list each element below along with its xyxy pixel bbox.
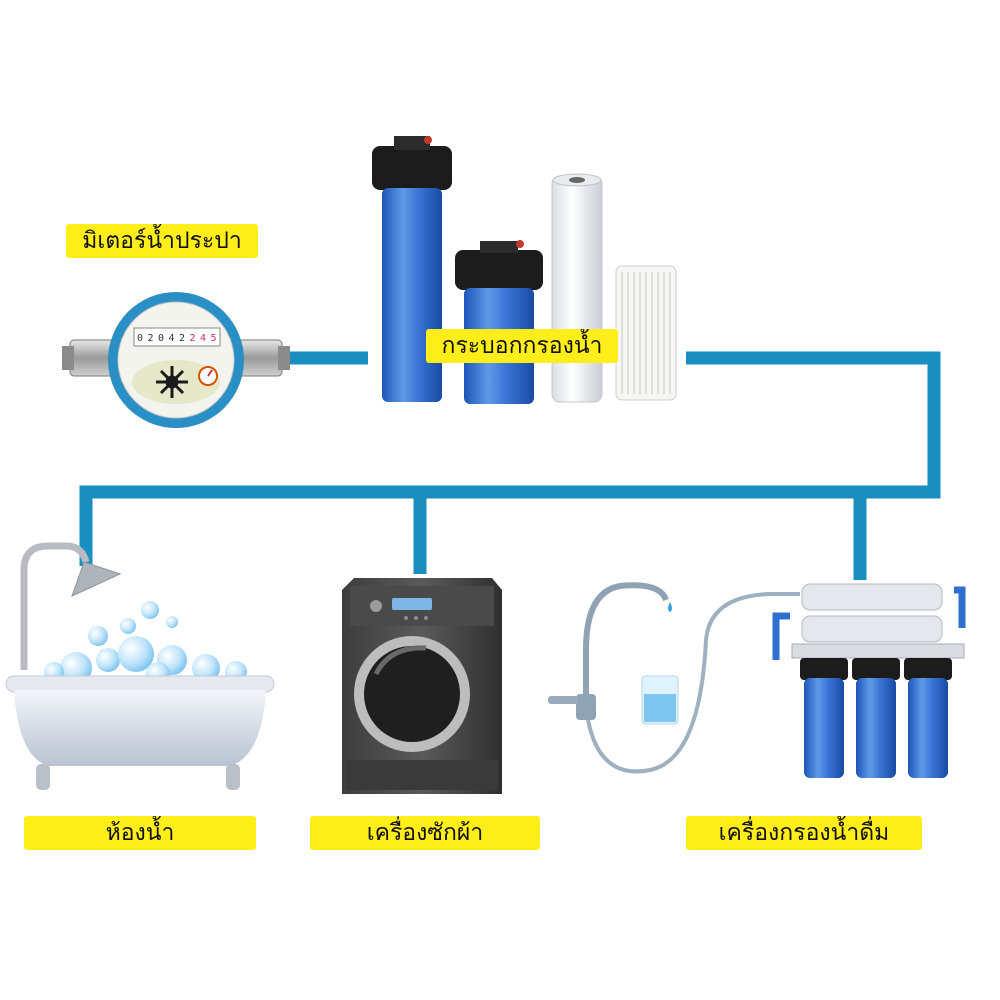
meter-digit: 0 <box>158 333 164 344</box>
filter-housing-label: กระบอกกรองน้ำ <box>426 329 618 363</box>
meter-digits: 0 2 0 4 2 2 4 5 <box>137 333 217 344</box>
washing-machine-illustration <box>342 578 502 794</box>
meter-digit: 5 <box>210 333 216 344</box>
bubbles-icon <box>44 601 247 686</box>
meter-digit: 4 <box>200 333 206 344</box>
water-drop-icon <box>668 602 672 612</box>
washing-machine-label: เครื่องซักผ้า <box>310 816 540 850</box>
meter-digit: 2 <box>179 333 185 344</box>
washer-knob-icon <box>370 600 382 612</box>
pipe-network <box>79 351 941 580</box>
meter-impeller-icon <box>156 366 188 398</box>
meter-digit: 4 <box>168 333 174 344</box>
pipe-filter-to-main <box>79 351 941 566</box>
filter-housings-illustration <box>372 136 677 404</box>
water-meter-illustration: 0 2 0 4 2 2 4 5 <box>62 292 290 428</box>
drinking-water-filter-label: เครื่องกรองน้ำดื่ม <box>686 816 922 850</box>
drinking-filter-illustration <box>548 582 966 778</box>
bathtub-illustration <box>5 542 275 790</box>
water-meter-label: มิเตอร์น้ำประปา <box>66 224 258 258</box>
meter-digit: 2 <box>189 333 195 344</box>
bathroom-label: ห้องน้ำ <box>24 816 256 850</box>
washer-display <box>392 598 432 610</box>
meter-digit: 2 <box>147 333 153 344</box>
meter-digit: 0 <box>137 333 143 344</box>
